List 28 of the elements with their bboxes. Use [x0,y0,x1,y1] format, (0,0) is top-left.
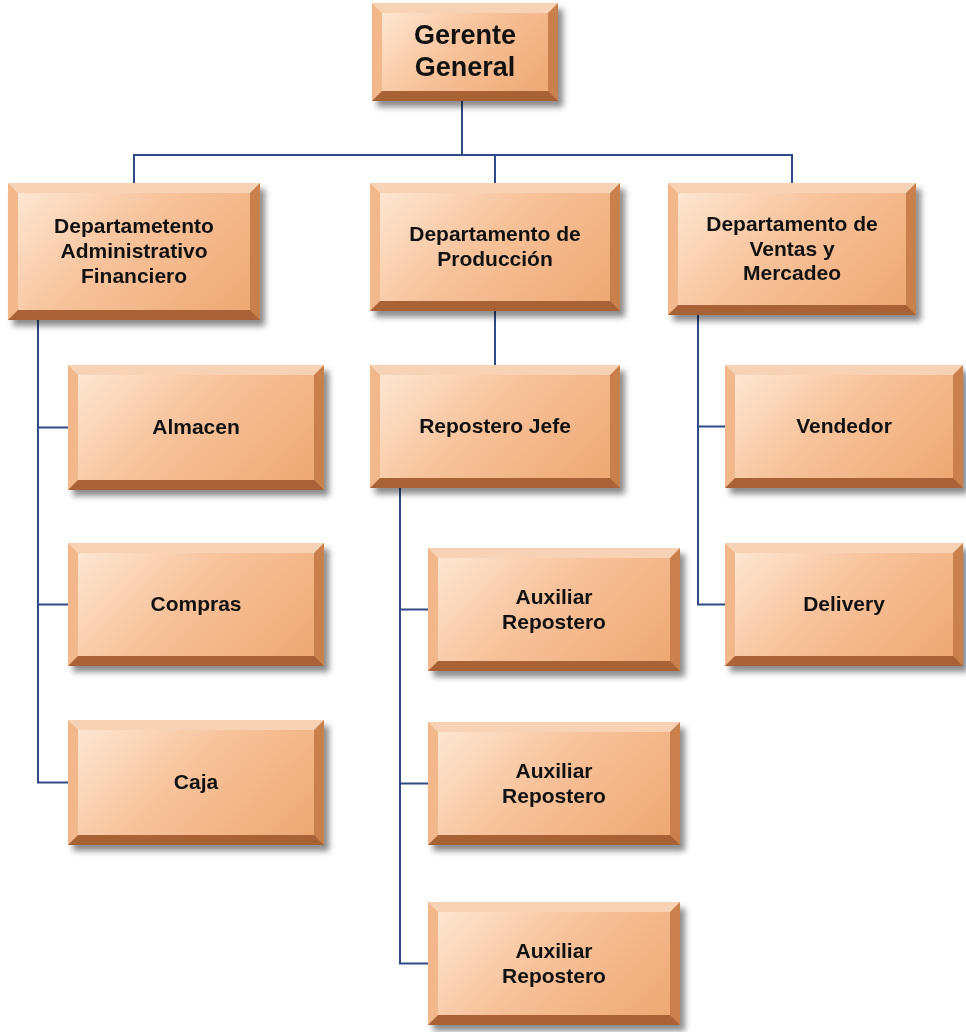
org-box [668,183,916,315]
box-label: Caja [173,770,219,795]
connector-line [494,310,496,366]
org-box [372,3,558,101]
org-box [68,543,324,666]
box-label: Departametento Administrativo Financiero [53,214,215,289]
org-box [68,365,324,490]
org-box [68,720,324,845]
box-label: Auxiliar Repostero [501,758,607,809]
org-box [725,543,963,666]
org-box [370,183,620,311]
org-box [428,548,680,671]
box-label: Vendedor [796,414,892,439]
box-label: Repostero Jefe [419,414,571,439]
box-label: Departamento de Producción [408,222,582,272]
box-label: Auxiliar Repostero [501,938,607,989]
org-box [370,365,620,488]
org-box [725,365,963,488]
box-label: Compras [150,592,242,617]
box-label: Departamento de Ventas y Mercadeo [705,211,879,287]
org-box [428,902,680,1025]
box-label: Auxiliar Repostero [501,584,607,635]
connector-line [697,314,726,606]
box-label: Gerente General [412,20,517,84]
box-label: Almacen [152,415,240,440]
org-box [8,183,260,320]
org-box [428,722,680,845]
box-label: Delivery [803,592,885,617]
